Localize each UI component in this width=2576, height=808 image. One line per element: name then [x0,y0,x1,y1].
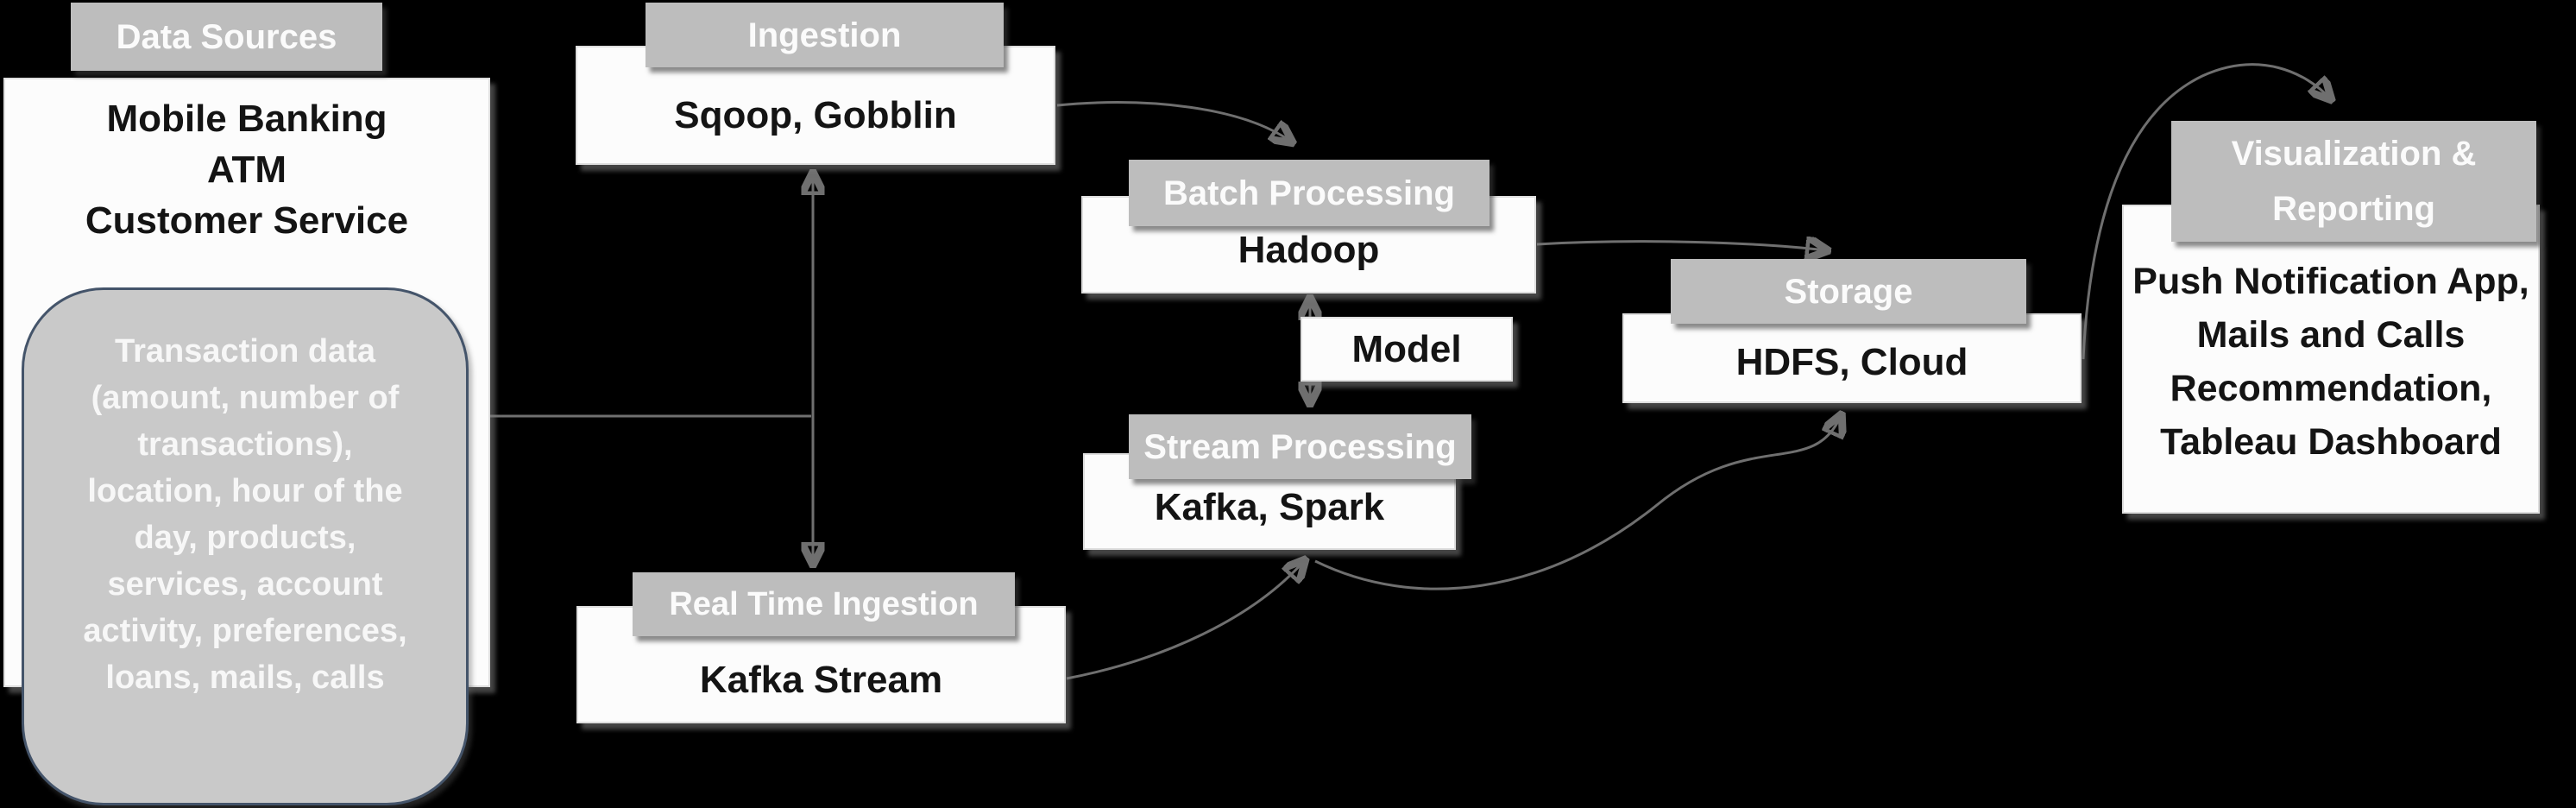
note-line: Transaction data [115,333,375,369]
note-line: day, products, [134,520,356,556]
data-sources-header: Data Sources [71,3,382,71]
visualization-reporting-box: Push Notification App, Mails and Calls R… [2122,205,2540,514]
data-sources-item: ATM [206,148,287,191]
note-line: loans, mails, calls [105,660,385,696]
note-line: location, hour of the [87,473,403,509]
note-line: activity, preferences, [83,613,407,649]
connector-ingestion-to-batch-processing [1056,101,1291,142]
visualization-output-item: Tableau Dashboard [2160,421,2502,463]
batch-processing-header: Batch Processing [1129,160,1490,226]
ingestion-header: Ingestion [646,3,1004,67]
real-time-ingestion-header: Real Time Ingestion [633,572,1015,636]
stream-processing-header: Stream Processing [1129,414,1471,479]
storage-header: Storage [1671,259,2026,324]
connector-stream-processing-to-storage [1314,416,1841,590]
visualization-output-item: Recommendation, [2170,368,2492,409]
visualization-output-item: Push Notification App, [2132,261,2529,302]
connector-storage-to-visualization [2082,63,2330,360]
model-box: Model [1301,317,1513,382]
data-sources-item: Customer Service [85,199,409,242]
connector-real-time-ingestion-to-stream-processing [1066,561,1304,680]
note-line: (amount, number of [91,380,400,416]
visualization-reporting-header: Visualization & Reporting [2171,121,2536,242]
storage-box: HDFS, Cloud [1622,313,2082,403]
data-sources-item: Mobile Banking [106,98,387,140]
note-line: services, account [107,566,383,603]
transaction-data-note: Transaction data (amount, number of tran… [22,287,469,805]
visualization-output-item: Mails and Calls [2196,314,2466,356]
connector-batch-processing-to-storage [1536,242,1826,250]
visualization-header-line: Reporting [2272,190,2435,228]
note-line: transactions), [137,426,353,463]
visualization-header-line: Visualization & [2231,135,2477,173]
